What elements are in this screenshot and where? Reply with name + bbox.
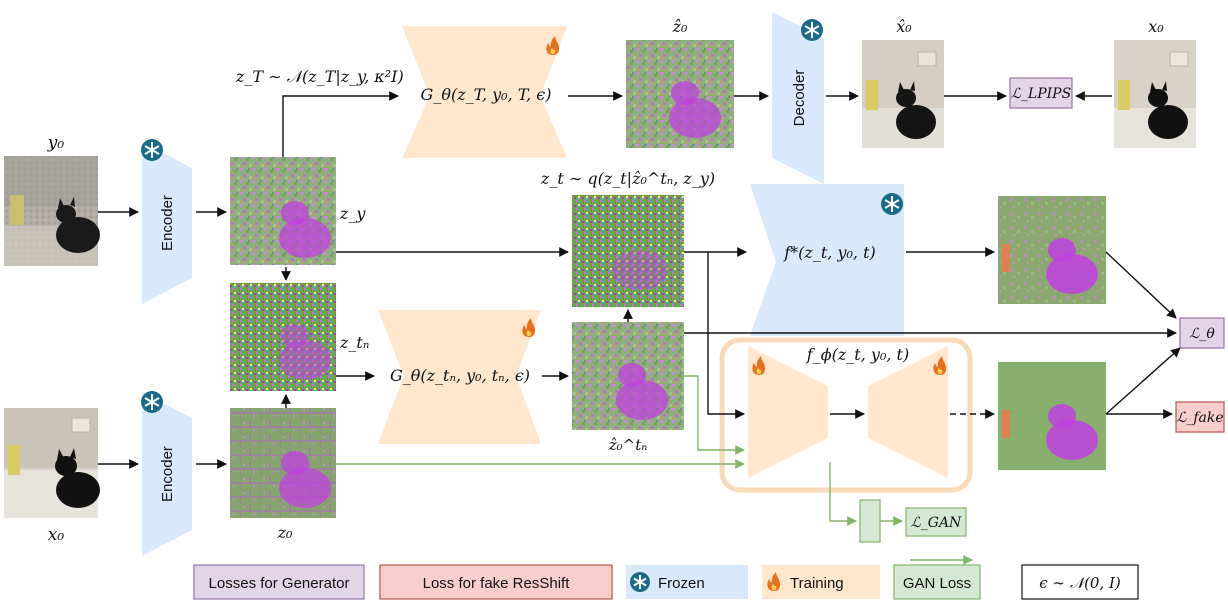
- fake-score-fphi: f_ϕ(z_t, y₀, t): [719, 337, 973, 493]
- loss-fake-label: ℒ_fake: [1176, 410, 1223, 426]
- label-ztn: z_tₙ: [339, 333, 369, 352]
- flame-icon: [522, 318, 536, 337]
- label-x0-bottom: x₀: [48, 525, 65, 545]
- snowflake-icon: [630, 572, 650, 592]
- legend-training: Training: [790, 575, 844, 592]
- latent-ztn: [230, 283, 336, 391]
- snowflake-icon: [801, 19, 823, 41]
- label-xhat0: x̂₀: [896, 17, 912, 36]
- encoder-bottom-label: Encoder: [159, 446, 176, 502]
- flame-icon: [933, 356, 947, 375]
- loss-gan-box: ℒ_GAN: [905, 507, 967, 537]
- flame-icon: [546, 36, 560, 55]
- fake-score-label: f_ϕ(z_t, y₀, t): [806, 345, 909, 364]
- label-zT-sample: z_T ∼ 𝒩(z_T|z_y, κ²I): [235, 67, 404, 86]
- label-zt-sample: z_t ∼ q(z_t|ẑ₀^tₙ, z_y): [540, 169, 715, 188]
- generator-top: G_θ(z_T, y₀, T, ϵ): [402, 26, 567, 158]
- gan-connectors: [336, 375, 903, 526]
- legend-generator-losses: Losses for Generator: [209, 575, 350, 592]
- snowflake-icon: [881, 193, 903, 215]
- loss-theta-label: ℒ_θ: [1189, 326, 1215, 342]
- encoder-top-label: Encoder: [159, 195, 176, 251]
- legend: Losses for Generator Loss for fake ResSh…: [193, 555, 1139, 600]
- legend-gan-loss: GAN Loss: [903, 575, 971, 592]
- latent-fstar-output: [998, 196, 1106, 304]
- teacher-fstar-label: f*(z_t, y₀, t): [783, 243, 876, 262]
- loss-lpips-label: ℒ_LPIPS: [1011, 86, 1071, 102]
- lq-input-image: [4, 156, 100, 266]
- flame-icon: [767, 572, 781, 591]
- label-zhat0-top: ẑ₀: [672, 17, 688, 36]
- decoder-label: Decoder: [791, 70, 808, 127]
- hq-target-image: [1114, 40, 1196, 148]
- decoder: Decoder: [772, 12, 824, 184]
- generator-mid-label: G_θ(z_tₙ, y₀, tₙ, ϵ): [390, 366, 530, 385]
- latent-zy: [230, 157, 336, 265]
- decoded-output-image: [862, 40, 944, 148]
- snowflake-icon: [141, 139, 163, 161]
- label-y0: y₀: [47, 133, 65, 153]
- loss-theta-box: ℒ_θ: [1179, 317, 1225, 349]
- latent-fphi-output: [998, 362, 1106, 470]
- latent-zhat0-top: [626, 40, 734, 148]
- encoder-top: Encoder: [142, 142, 192, 304]
- label-x0-top: x₀: [1148, 17, 1164, 36]
- label-z0: z₀: [277, 523, 293, 542]
- flame-icon: [752, 356, 766, 375]
- latent-zt: [572, 195, 684, 307]
- generator-top-label: G_θ(z_T, y₀, T, ϵ): [421, 85, 552, 104]
- encoder-bottom: Encoder: [142, 392, 192, 556]
- legend-fake-loss: Loss for fake ResShift: [423, 575, 571, 592]
- legend-epsilon: ϵ ∼ 𝒩(0, I): [1039, 574, 1121, 592]
- snowflake-icon: [141, 391, 163, 413]
- connectors: [98, 91, 1181, 469]
- loss-gan-label: ℒ_GAN: [911, 515, 962, 531]
- loss-fake-box: ℒ_fake: [1175, 401, 1225, 433]
- label-zy: z_y: [339, 204, 366, 223]
- legend-frozen: Frozen: [658, 575, 705, 592]
- hq-input-image: [4, 408, 100, 518]
- generator-mid: G_θ(z_tₙ, y₀, tₙ, ϵ): [378, 310, 541, 444]
- gan-discriminator: [859, 499, 881, 543]
- teacher-fstar: f*(z_t, y₀, t): [750, 184, 904, 336]
- loss-lpips-box: ℒ_LPIPS: [1009, 77, 1073, 109]
- label-zhat0-tn: ẑ₀^tₙ: [608, 436, 648, 454]
- latent-zhat0-tn: [572, 322, 684, 430]
- latent-z0: [230, 408, 336, 518]
